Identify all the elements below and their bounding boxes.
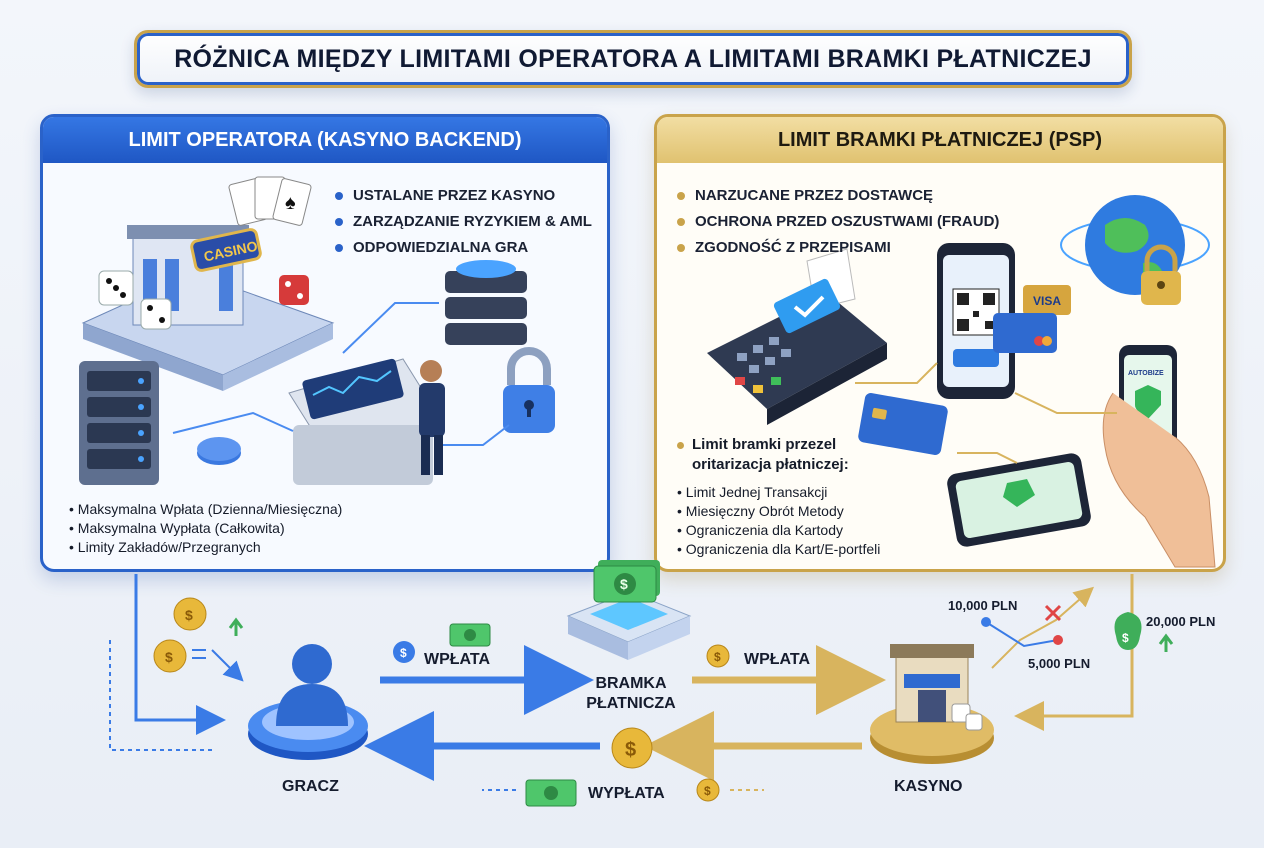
operator-bullet: USTALANE PRZEZ KASYNO [335,187,555,204]
bullet-dot [335,191,343,200]
control-console-icon [288,358,444,485]
operator-limit-panel: LIMIT OPERATORA (KASYNO BACKEND) CASINO … [40,114,610,572]
playing-cards-icon: ♠ [228,176,312,226]
svg-text:$: $ [714,650,721,664]
svg-text:♠: ♠ [285,192,296,214]
limit-amount-label: 5,000 PLN [1028,656,1091,671]
deposit-label: WPŁATA [744,651,811,668]
psp-limits-subheading: Limit bramki przezel oritarizacja płatni… [677,435,849,475]
svg-text:$: $ [185,607,193,623]
bullet-dot [677,191,685,200]
casino-label: KASYNO [894,778,963,795]
list-item: Ograniczenia dla Kart/E-portfeli [677,540,881,559]
limit-trend-icon [981,586,1095,669]
operator-bullet: ZARZĄDZANIE RYZYKIEM & AML [335,213,592,230]
psp-limits-list: Limit Jednej Transakcji Miesięczny Obrót… [677,483,881,559]
operator-limits-list: Maksymalna Wpłata (Dzienna/Miesięczna) M… [69,500,343,557]
list-item: Maksymalna Wpłata (Dzienna/Miesięczna) [69,500,343,519]
deposit-coin-icon: $ $ [393,623,730,668]
withdrawal-label: WYPŁATA [588,785,665,802]
operator-bullet: ODPOWIEDZIALNA GRA [335,239,528,256]
businessman-icon [419,360,445,475]
card-terminal-icon [707,248,887,425]
phone-shield-icon [947,453,1091,547]
dashed-connector [109,640,214,751]
bullet-dot [335,243,343,252]
coins-icon: $ $ [153,597,244,682]
psp-to-casino-connector [1014,574,1134,731]
bullet-dot [677,243,685,252]
list-item: Maksymalna Wypłata (Całkowita) [69,519,342,538]
psp-bullet: OCHRONA PRZED OSZUSTWAMI (FRAUD) [677,213,999,230]
padlock-icon [503,347,555,433]
psp-limit-panel: LIMIT BRAMKI PŁATNICZEJ (PSP) [654,114,1226,572]
money-bag-icon: $ [1114,612,1174,652]
phone-qr-icon [937,243,1015,399]
casino-building-icon: CASINO [81,225,335,391]
limit-amount-label: 10,000 PLN [948,598,1018,613]
withdrawal-coin-icon: $ $ [525,727,720,807]
limit-amount-label: 20,000 PLN [1146,614,1216,629]
phone-label-text: AUTOBIZE [1128,370,1164,377]
list-item: Limit Jednej Transakcji [677,483,880,502]
player-label: GRACZ [282,778,339,795]
credit-card-icon: VISA [858,285,1071,455]
bullet-dot [677,217,685,226]
operator-panel-heading: LIMIT OPERATORA (KASYNO BACKEND) [43,117,607,163]
list-item: Ograniczenia dla Kartody [677,521,880,540]
svg-text:$: $ [625,739,636,761]
svg-text:$: $ [400,646,407,660]
psp-bullet: NARZUCANE PRZEZ DOSTAWCĘ [677,187,933,204]
chip-icon [197,437,241,465]
svg-text:$: $ [620,576,628,592]
psp-illustration: VISA AUTOBIZE [707,195,1216,568]
list-item: Limity Zakładów/Przegranych [69,538,342,557]
hand-phone-icon: AUTOBIZE [1102,345,1216,568]
title-banner: RÓŻNICA MIĘDZY LIMITAMI OPERATORA A LIMI… [134,30,1132,88]
data-server-icon [445,260,527,345]
svg-text:$: $ [704,784,711,798]
payment-gateway-icon: $ [566,560,692,660]
casino-small-icon [870,644,994,764]
psp-bullet: ZGODNOŚĆ Z PRZEPISAMI [677,239,891,256]
page-title: RÓŻNICA MIĘDZY LIMITAMI OPERATORA A LIMI… [174,44,1092,73]
svg-text:$: $ [165,649,173,665]
card-brand-text: VISA [1033,294,1061,308]
server-rack-icon [79,361,159,485]
bullet-dot [335,217,343,226]
psp-panel-heading: LIMIT BRAMKI PŁATNICZEJ (PSP) [657,117,1223,163]
operator-to-player-connector [134,574,226,735]
gateway-label: BRAMKA PŁATNICZA [586,675,676,712]
svg-text:$: $ [1122,631,1129,645]
bullet-dot [677,441,684,449]
deposit-label: WPŁATA [424,651,491,668]
dice-icon [98,270,309,330]
player-avatar-icon [248,644,368,760]
operator-illustration: CASINO ♠ [79,176,555,485]
globe-icon [1060,195,1210,305]
list-item: Miesięczny Obrót Metody [677,502,880,521]
